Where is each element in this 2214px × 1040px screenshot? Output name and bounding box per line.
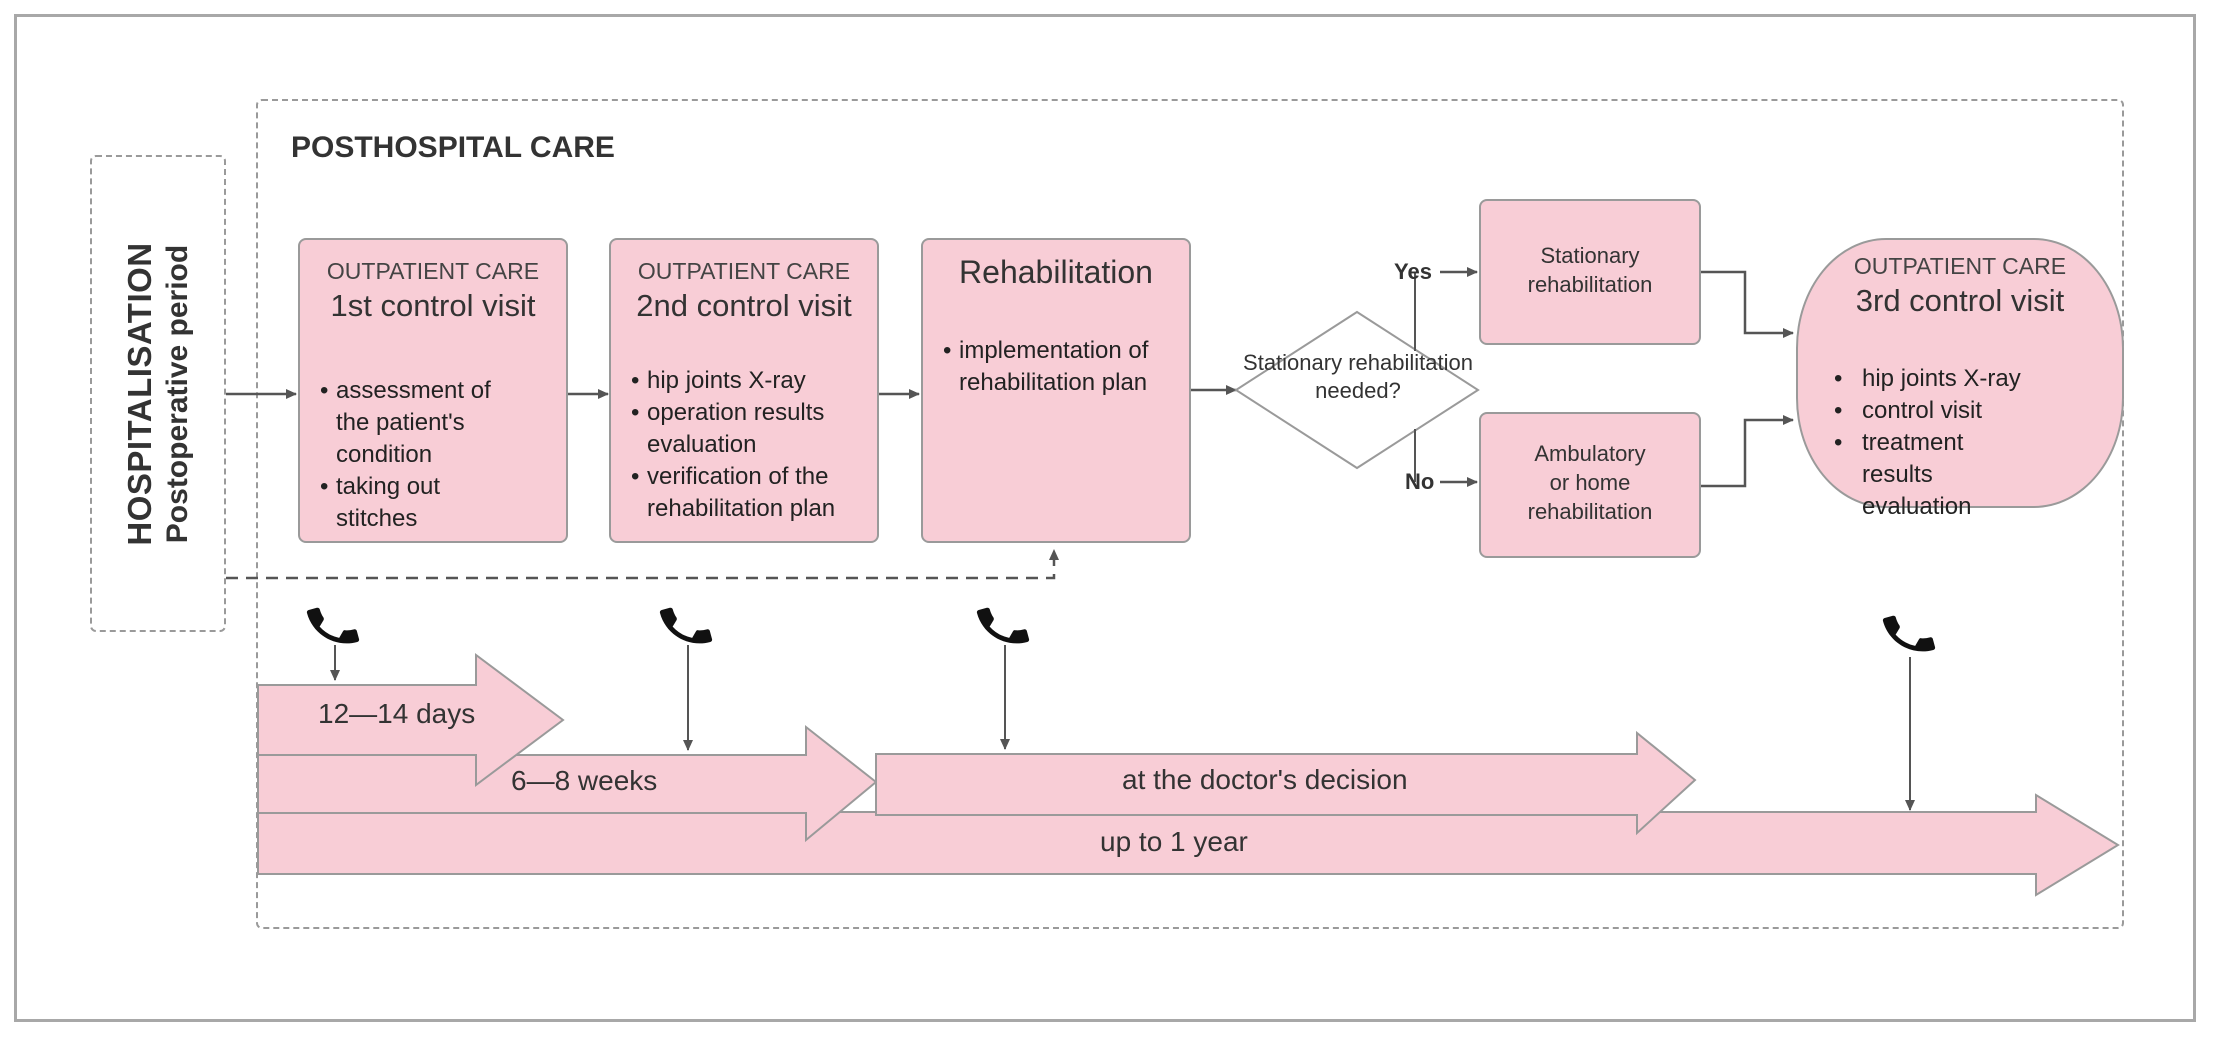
stationary-rehabilitation-box: Stationary rehabilitation [1479, 199, 1701, 345]
visit3-title: 3rd control visit [1855, 283, 2065, 318]
visit2-item: operation results evaluation [631, 397, 871, 461]
ambulatory-rehabilitation-box: Ambulatory or home rehabilitation [1479, 412, 1701, 558]
figure-frame [14, 14, 2196, 1022]
visit2-list: hip joints X-ray operation results evalu… [631, 365, 871, 525]
visit1-list: assessment of the patient's condition ta… [320, 375, 560, 535]
rehabilitation-box: Rehabilitation implementation of rehabil… [921, 238, 1191, 543]
second-control-visit-box: OUTPATIENT CARE 2nd control visit hip jo… [609, 238, 879, 543]
posthospital-care-title: POSTHOSPITAL CARE [291, 131, 615, 164]
timeline-label-6-8-weeks: 6—8 weeks [511, 765, 658, 796]
rehab-list: implementation of rehabilitation plan [943, 335, 1191, 399]
visit2-item: verification of the rehabilitation plan [631, 461, 871, 525]
visit3-kicker: OUTPATIENT CARE [1853, 253, 2067, 279]
phone-icon [976, 607, 1030, 644]
visit3-item: control visit [1828, 395, 2068, 427]
yes-label: Yes [1394, 259, 1432, 284]
visit1-kicker: OUTPATIENT CARE [326, 258, 540, 284]
ambulatory-rehabilitation-label: Ambulatory or home rehabilitation [1527, 441, 1653, 524]
visit1-item: assessment of the patient's condition [320, 375, 560, 471]
dashed-arrow-hosp-to-rehab [226, 549, 1059, 580]
no-label: No [1405, 469, 1435, 494]
timeline-label-up-to-1-year: up to 1 year [1100, 826, 1248, 857]
visit3-item: hip joints X-ray [1828, 363, 2068, 395]
visit2-kicker: OUTPATIENT CARE [637, 258, 851, 284]
timeline-label-doctors-decision: at the doctor's decision [1122, 764, 1408, 795]
visit1-title: 1st control visit [330, 288, 536, 323]
visit2-title: 2nd control visit [636, 288, 852, 323]
decision-diamond [1234, 310, 1480, 470]
timeline-arrow-up-to-1-year [257, 793, 2120, 897]
arrow-stationary-to-visit3 [1701, 270, 1794, 338]
timeline-arrow-12-14-days [257, 653, 565, 787]
phone-icon [306, 607, 360, 644]
visit2-item: hip joints X-ray [631, 365, 871, 397]
timeline-arrow-doctors-decision [875, 730, 1697, 836]
third-control-visit-box: OUTPATIENT CARE 3rd control visit hip jo… [1796, 238, 2124, 520]
hospitalisation-box: HOSPITALISATION Postoperative period [90, 155, 226, 632]
visit3-list: hip joints X-ray control visit treatment… [1828, 363, 2068, 523]
decision-text: Stationary rehabilitation needed? [1243, 350, 1473, 403]
rehab-item: implementation of rehabilitation plan [943, 335, 1191, 399]
rehabilitation-title: Rehabilitation [959, 254, 1153, 290]
timeline-label-12-14-days: 12—14 days [318, 698, 476, 729]
phone-icon [659, 607, 713, 644]
stationary-rehabilitation-label: Stationary rehabilitation [1527, 243, 1653, 297]
visit3-item: treatment results evaluation [1828, 427, 2068, 523]
visit1-item: taking out stitches [320, 471, 560, 535]
first-control-visit-box: OUTPATIENT CARE 1st control visit assess… [298, 238, 568, 543]
posthospital-care-frame [256, 99, 2124, 929]
arrow-ambulatory-to-visit3 [1701, 415, 1794, 488]
phone-icon [1882, 615, 1936, 652]
